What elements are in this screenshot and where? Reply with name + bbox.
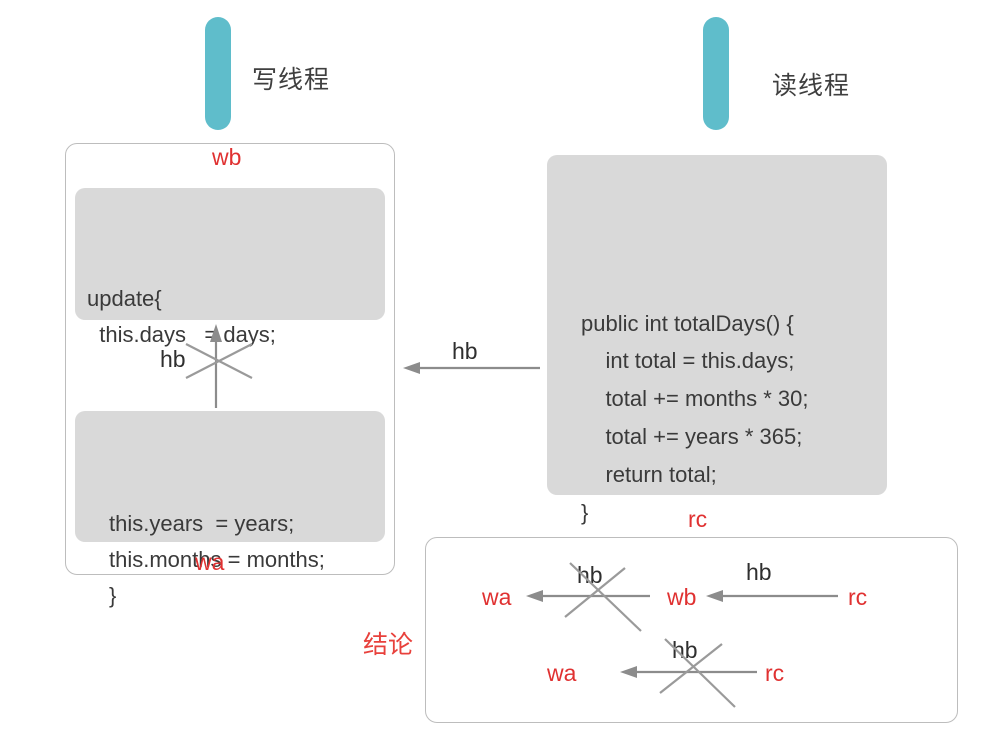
write-thread-bar [205,17,231,130]
write-code-top-text: update{ this.days = days; [87,286,276,347]
conclusion-row-2-label: hb [672,637,698,663]
conclusion-label: 结论 [363,631,414,659]
write-code-block-bottom: this.years = years; this.months = months… [75,411,385,608]
conclusion-row-1-source: rc [848,584,868,610]
read-thread-bar [703,17,729,130]
conclusion-row-1-label: hb [746,559,772,585]
write-after-marker: wa [195,549,225,575]
read-code-block: public int totalDays() { int total = thi… [547,155,887,525]
write-before-marker: wb [212,144,242,170]
conclusion-row-2-target: wa [547,660,577,686]
write-code-block-top: update{ this.days = days; [75,188,385,347]
write-code-bottom-text: this.years = years; this.months = months… [109,511,325,608]
conclusion-panel [425,537,958,723]
cross-thread-hb-label: hb [452,338,478,364]
conclusion-row-2-source: rc [765,660,785,686]
conclusion-row-0-source: wb [667,584,697,610]
write-internal-hb-label: hb [160,346,186,372]
conclusion-row-0-label: hb [577,562,603,588]
write-thread-label: 写线程 [252,66,331,94]
conclusion-row-0-target: wa [482,584,512,610]
read-thread-label: 读线程 [772,72,851,100]
read-code-text: public int totalDays() { int total = thi… [581,310,809,525]
conclusion-rc-marker: rc [688,506,708,532]
